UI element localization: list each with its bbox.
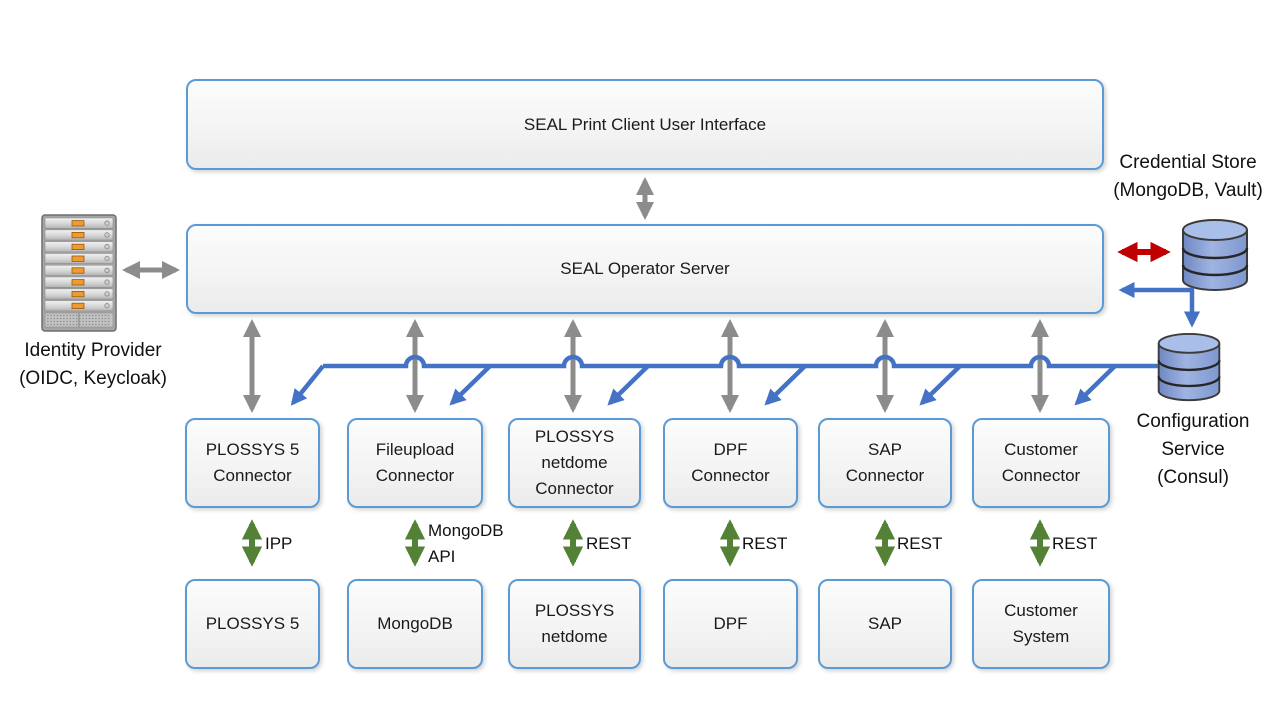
node-customer-connector: Customer Connector <box>972 418 1110 508</box>
edge-config-customer-connector <box>1074 364 1117 406</box>
edge-label-ipp: IPP <box>265 534 293 553</box>
edge-label-rest-netdome: REST <box>586 534 632 553</box>
edge-config-plossys5-connector <box>290 364 325 406</box>
configuration-service-database-icon <box>1156 332 1222 404</box>
edge-config-netdome-connector <box>607 364 650 406</box>
edge-config-sap-connector <box>919 364 962 406</box>
node-plossys5: PLOSSYS 5 <box>185 579 320 669</box>
edge-label-rest-sap: REST <box>897 534 943 553</box>
node-mongodb: MongoDB <box>347 579 483 669</box>
configuration-service-label: Configuration Service (Consul) <box>1136 411 1250 488</box>
credential-store-database-icon <box>1181 218 1249 294</box>
credential-store-label: Credential Store (MongoDB, Vault) <box>1113 152 1263 201</box>
edge-config-dpf-connector <box>764 364 807 406</box>
edge-label-rest-dpf: REST <box>742 534 788 553</box>
node-plossys-netdome-connector: PLOSSYS netdome Connector <box>508 418 641 508</box>
node-print-client-ui: SEAL Print Client User Interface <box>186 79 1104 170</box>
node-dpf: DPF <box>663 579 798 669</box>
node-operator-server: SEAL Operator Server <box>186 224 1104 314</box>
node-sap-connector: SAP Connector <box>818 418 952 508</box>
node-plossys5-connector: PLOSSYS 5 Connector <box>185 418 320 508</box>
edge-config-fileupload-connector <box>449 364 492 406</box>
node-dpf-connector: DPF Connector <box>663 418 798 508</box>
edge-label-rest-customer: REST <box>1052 534 1098 553</box>
edge-config-bus <box>323 354 1158 369</box>
edge-label-mongodb-api: MongoDB API <box>428 521 504 566</box>
server-rack-icon <box>41 214 117 332</box>
node-plossys-netdome: PLOSSYS netdome <box>508 579 641 669</box>
node-customer-system: Customer System <box>972 579 1110 669</box>
node-sap: SAP <box>818 579 952 669</box>
edge-server-config-service <box>1118 281 1201 328</box>
node-fileupload-connector: Fileupload Connector <box>347 418 483 508</box>
identity-provider-label: Identity Provider (OIDC, Keycloak) <box>19 340 167 389</box>
